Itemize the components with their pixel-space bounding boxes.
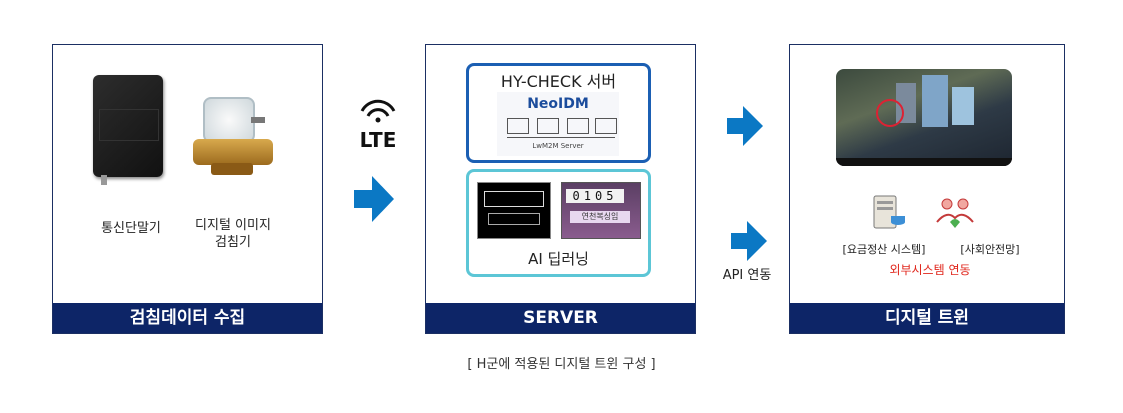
- data-collection-panel: 통신단말기 디지털 이미지 검침기 검침데이터 수집: [52, 44, 323, 334]
- ai-deeplearning-box: 0105 연천복싱임 AI 딥러닝: [466, 169, 651, 277]
- meter-label-line1: 디지털 이미지: [195, 218, 271, 233]
- meter-photo: 0105 연천복싱임: [561, 182, 641, 239]
- social-safety-icon: [936, 198, 974, 228]
- terminal-label: 통신단말기: [101, 221, 161, 236]
- meter-digits: 0105: [566, 189, 624, 203]
- server-panel: HY-CHECK 서버 NeoIDM LwM2M Server 0105 연천복…: [425, 44, 696, 334]
- panel-footer-collect: 검침데이터 수집: [53, 303, 322, 333]
- hycheck-server-box: HY-CHECK 서버 NeoIDM LwM2M Server: [466, 63, 651, 163]
- arrow-icon: [727, 106, 763, 146]
- digital-meter-image: [193, 97, 278, 177]
- communication-terminal-image: [93, 75, 163, 185]
- figure-caption: [ H군에 적용된 디지털 트윈 구성 ]: [467, 357, 656, 372]
- panel-footer-twin: 디지털 트윈: [790, 303, 1064, 333]
- lwm2m-caption: LwM2M Server: [532, 142, 584, 150]
- ai-title: AI 딥러닝: [528, 250, 589, 268]
- meter-name: 연천복싱임: [570, 211, 630, 223]
- digital-twin-panel: [요금정산 시스템] [사회안전망] 외부시스템 연동 디지털 트윈: [789, 44, 1065, 334]
- lte-signal-icon: [360, 99, 396, 123]
- billing-system-label: [요금정산 시스템]: [842, 243, 926, 256]
- arrow-icon: [731, 221, 767, 261]
- digital-twin-screenshot: [836, 69, 1012, 166]
- lte-label: LTE: [359, 128, 397, 152]
- hycheck-title: HY-CHECK 서버: [500, 72, 617, 91]
- social-safety-label: [사회안전망]: [960, 243, 1020, 256]
- arrow-icon: [354, 176, 394, 222]
- meter-edge-image: [477, 182, 551, 239]
- billing-server-icon: [873, 195, 905, 229]
- neoidm-diagram: NeoIDM LwM2M Server: [497, 92, 619, 156]
- neoidm-logo: NeoIDM: [527, 96, 589, 112]
- external-system-label: 외부시스템 연동: [889, 263, 971, 277]
- api-label: API 연동: [722, 268, 772, 283]
- panel-footer-server: SERVER: [426, 303, 695, 333]
- meter-label-line2: 검침기: [215, 235, 251, 250]
